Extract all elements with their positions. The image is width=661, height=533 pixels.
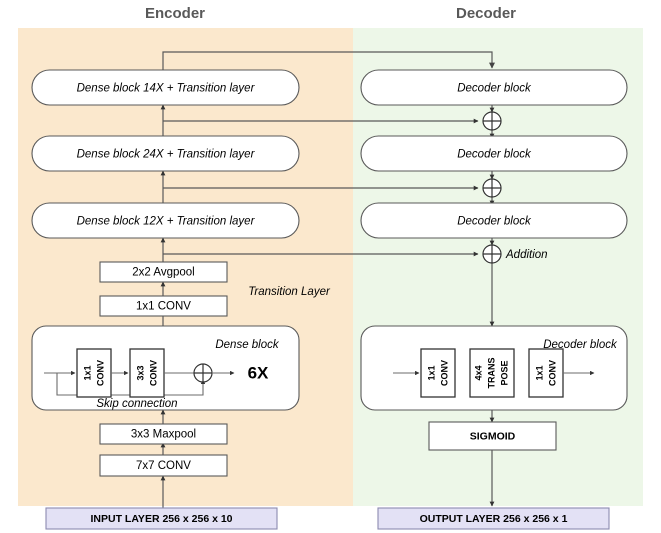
decoder-title: Decoder xyxy=(456,5,516,22)
dense-add-icon xyxy=(193,363,213,383)
encoder-block-dense12-label: Dense block 12X + Transition layer xyxy=(77,216,256,228)
decoder-block-3-label: Decoder block xyxy=(457,216,532,228)
input-layer-label: INPUT LAYER 256 x 256 x 10 xyxy=(90,513,232,525)
sigmoid-box[interactable]: SIGMOID xyxy=(428,421,557,451)
dense-block-repeat-label: 6X xyxy=(248,363,269,382)
decoder-conv1x1-second-box[interactable]: 1x1 CONV xyxy=(528,348,564,398)
decoder-conv1x1-second-line2: CONV xyxy=(547,360,557,386)
decoder-conv1x1-first-line1: 1x1 xyxy=(426,365,436,380)
encoder-block-dense14[interactable]: Dense block 14X + Transition layer xyxy=(31,69,300,106)
transition-conv-label: 1x1 CONV xyxy=(136,301,191,313)
output-layer-label: OUTPUT LAYER 256 x 256 x 1 xyxy=(420,513,568,525)
decoder-block-detail-title: Decoder block xyxy=(543,339,618,351)
addition-icon-3 xyxy=(482,244,502,264)
encoder-block-dense12[interactable]: Dense block 12X + Transition layer xyxy=(31,202,300,239)
stem-maxpool-box[interactable]: 3x3 Maxpool xyxy=(99,423,228,445)
decoder-block-2[interactable]: Decoder block xyxy=(360,135,628,172)
output-layer-box[interactable]: OUTPUT LAYER 256 x 256 x 1 xyxy=(377,507,610,530)
transition-avgpool-label: 2x2 Avgpool xyxy=(132,267,194,279)
decoder-conv1x1-first-line2: CONV xyxy=(439,360,449,386)
addition-icon-2 xyxy=(482,178,502,198)
decoder-block-1-label: Decoder block xyxy=(457,83,532,95)
decoder-conv1x1-second-line1: 1x1 xyxy=(534,365,544,380)
decoder-transpose-box[interactable]: 4x4 TRANS POSE xyxy=(469,348,515,398)
decoder-transpose-line2: TRANS xyxy=(486,358,496,389)
decoder-block-2-label: Decoder block xyxy=(457,149,532,161)
input-layer-box[interactable]: INPUT LAYER 256 x 256 x 10 xyxy=(45,507,278,530)
encoder-block-dense14-label: Dense block 14X + Transition layer xyxy=(77,83,256,95)
dense-conv1x1-line1: 1x1 xyxy=(82,365,92,380)
transition-layer-title: Transition Layer xyxy=(248,286,331,298)
stem-conv-label: 7x7 CONV xyxy=(136,460,191,472)
dense-block-title: Dense block xyxy=(215,339,280,351)
sigmoid-label: SIGMOID xyxy=(470,430,516,442)
encoder-block-dense24-label: Dense block 24X + Transition layer xyxy=(77,149,256,161)
decoder-block-1[interactable]: Decoder block xyxy=(360,69,628,106)
transition-conv-box[interactable]: 1x1 CONV xyxy=(99,295,228,317)
encoder-title: Encoder xyxy=(145,5,205,22)
dense-conv1x1-line2: CONV xyxy=(95,360,105,386)
dense-conv1x1-box[interactable]: 1x1 CONV xyxy=(76,348,112,398)
transition-avgpool-box[interactable]: 2x2 Avgpool xyxy=(99,261,228,283)
decoder-conv1x1-first-box[interactable]: 1x1 CONV xyxy=(420,348,456,398)
decoder-block-3[interactable]: Decoder block xyxy=(360,202,628,239)
dense-conv3x3-line1: 3x3 xyxy=(135,365,145,380)
encoder-block-dense24[interactable]: Dense block 24X + Transition layer xyxy=(31,135,300,172)
decoder-transpose-line3: POSE xyxy=(499,360,509,385)
addition-icon-1 xyxy=(482,111,502,131)
skip-connection-label: Skip connection xyxy=(96,398,177,410)
addition-label: Addition xyxy=(505,249,548,261)
skip-connection-top xyxy=(162,51,495,70)
stem-maxpool-label: 3x3 Maxpool xyxy=(131,429,196,441)
dense-conv3x3-line2: CONV xyxy=(148,360,158,386)
stem-conv-box[interactable]: 7x7 CONV xyxy=(99,454,228,477)
decoder-transpose-line1: 4x4 xyxy=(473,365,483,380)
dense-conv3x3-box[interactable]: 3x3 CONV xyxy=(129,348,165,398)
